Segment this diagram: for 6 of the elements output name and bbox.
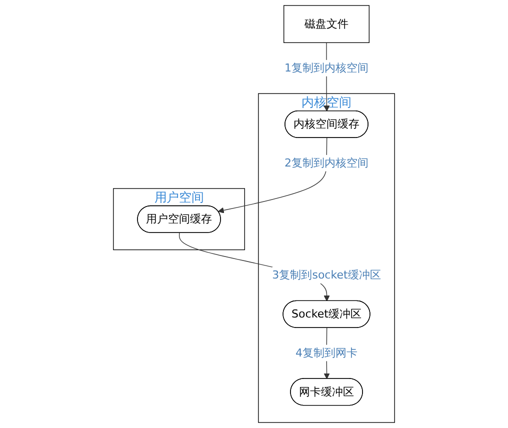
edge-label: 3复制到socket缓冲区 xyxy=(272,268,381,282)
arrow xyxy=(218,138,328,214)
edge-label: 2复制到内核空间 xyxy=(284,156,369,170)
node-box: 磁盘文件 xyxy=(284,5,370,43)
edge-label: 4复制到网卡 xyxy=(295,346,358,360)
edge-label: 1复制到内核空间 xyxy=(284,61,369,74)
